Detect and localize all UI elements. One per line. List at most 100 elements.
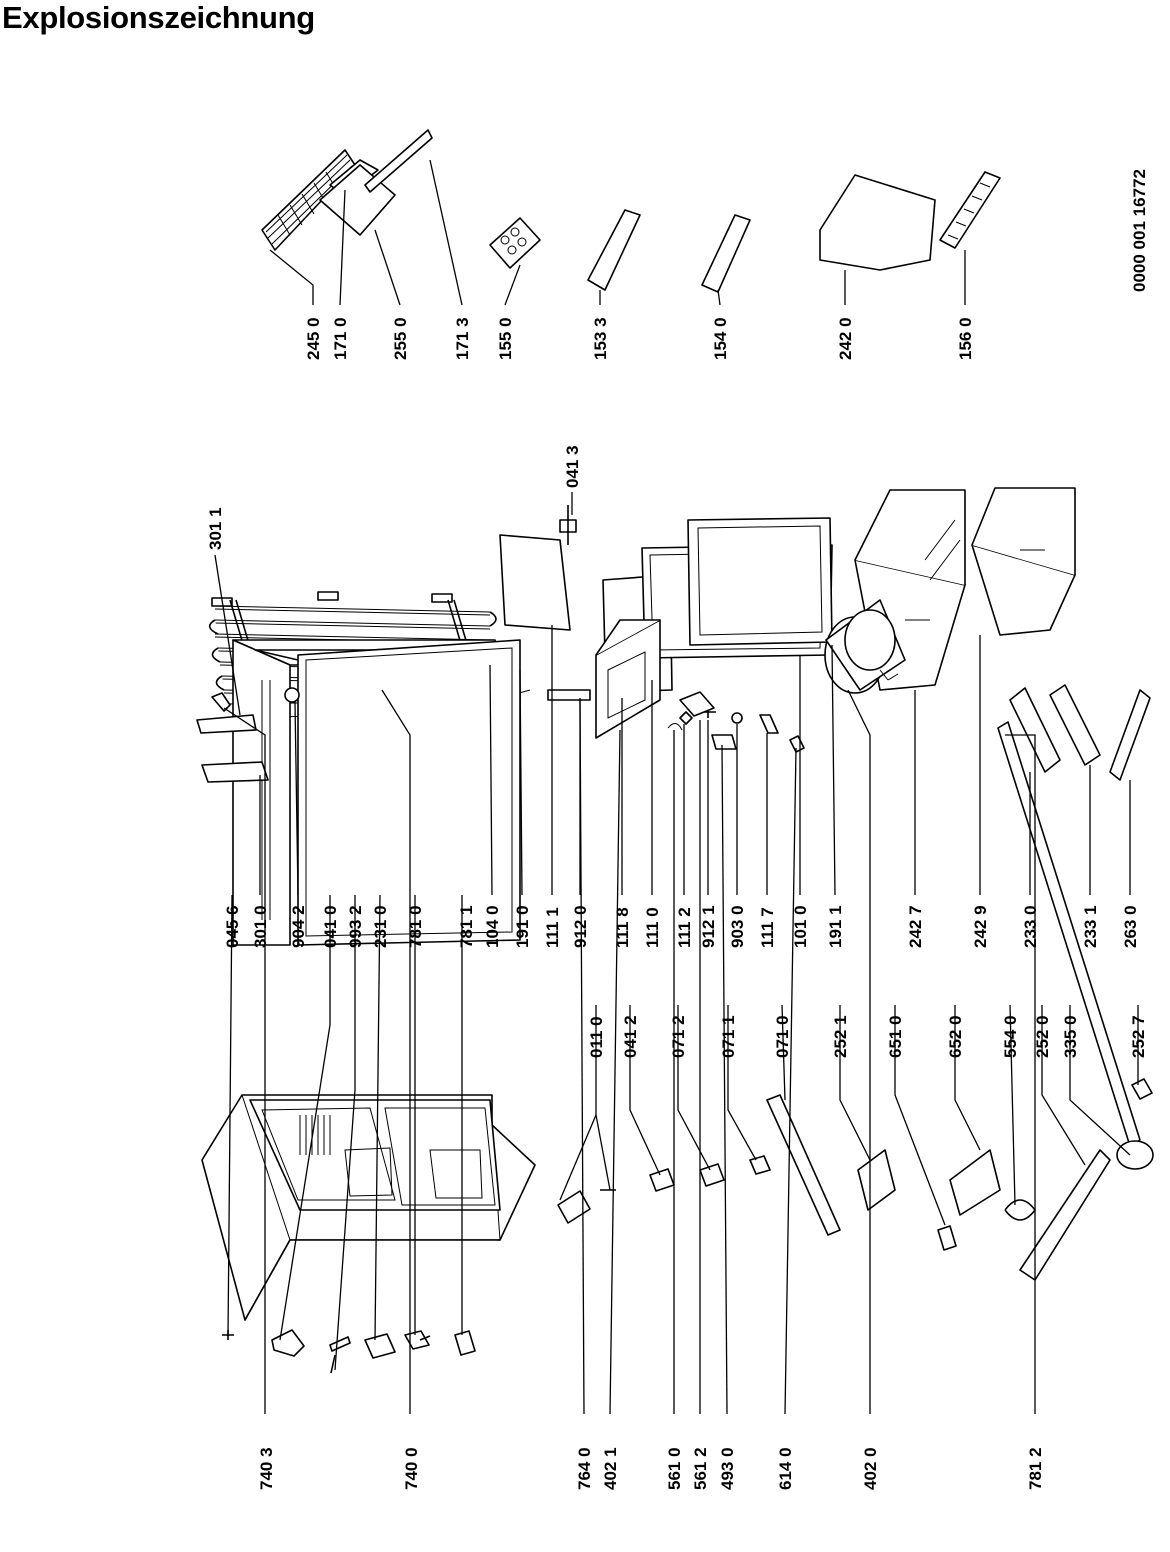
cabinet-housing-drawing	[201, 1094, 536, 1321]
nut-903-0-drawing	[731, 712, 743, 724]
label-part-614-0: 614 0	[776, 1447, 795, 1490]
label-part-245-0: 245 0	[304, 317, 323, 360]
strip-263-0-drawing	[1109, 689, 1151, 781]
label-part-252-1: 252 1	[831, 1015, 850, 1058]
knob-335-0-drawing	[1116, 1140, 1154, 1170]
label-part-904-2: 904 2	[289, 905, 308, 948]
door-shelf-154-0-drawing	[701, 214, 751, 293]
part-111-7-drawing	[759, 714, 779, 734]
label-part-781-2: 781 2	[1026, 1447, 1045, 1490]
profile-171-3-drawing	[364, 129, 433, 193]
label-part-301-1: 301 1	[206, 507, 225, 550]
egg-tray-155-0-drawing	[489, 217, 541, 269]
label-part-255-0: 255 0	[391, 317, 410, 360]
part-652-0-drawing	[949, 1149, 1001, 1216]
label-part-233-0: 233 0	[1021, 905, 1040, 948]
part-252-1-drawing	[857, 1149, 896, 1211]
label-part-651-0: 651 0	[886, 1015, 905, 1058]
page-title: Explosionszeichnung	[2, 0, 315, 35]
spring-993-2-drawing	[329, 1336, 351, 1374]
label-part-554-0: 554 0	[1001, 1015, 1020, 1058]
label-part-335-0: 335 0	[1061, 1015, 1080, 1058]
spring-554-0-drawing	[1004, 1199, 1036, 1221]
label-part-402-1: 402 1	[601, 1447, 620, 1490]
part-651-0-drawing	[937, 1225, 957, 1251]
label-part-101-0: 101 0	[791, 905, 810, 948]
rod-764-0-drawing	[547, 689, 591, 701]
label-part-153-3: 153 3	[591, 317, 610, 360]
cap-781-1-drawing	[454, 1330, 476, 1356]
label-part-912-1: 912 1	[699, 905, 718, 948]
label-part-252-0: 252 0	[1033, 1015, 1052, 1058]
compressor-cover-402-1-drawing	[595, 619, 661, 739]
label-part-071-1: 071 1	[719, 1015, 738, 1058]
label-part-903-0: 903 0	[728, 905, 747, 948]
label-part-301-0: 301 0	[251, 905, 270, 948]
drawer-242-9-drawing	[971, 487, 1076, 636]
label-part-740-3: 740 3	[257, 1447, 276, 1490]
label-part-231-0: 231 0	[371, 905, 390, 948]
bracket-231-0-drawing	[364, 1333, 396, 1359]
label-part-912-0: 912 0	[571, 905, 590, 948]
label-part-652-0: 652 0	[946, 1015, 965, 1058]
label-part-263-0: 263 0	[1121, 905, 1140, 948]
part-252-0-drawing	[1019, 1149, 1111, 1281]
label-part-171-3: 171 3	[453, 317, 472, 360]
compressor-402-0-drawing	[824, 599, 906, 694]
clip-561-0-drawing	[667, 723, 683, 731]
label-part-155-0: 155 0	[496, 317, 515, 360]
label-part-993-2: 993 2	[346, 905, 365, 948]
relay-561-2-drawing	[679, 691, 715, 717]
ice-tray-156-0-drawing	[939, 171, 1001, 249]
label-part-071-2: 071 2	[669, 1015, 688, 1058]
hinge-041-0-drawing	[271, 1329, 305, 1357]
leader-lines	[214, 159, 1139, 1415]
part-011-0-drawing	[557, 1189, 616, 1224]
label-part-242-9: 242 9	[971, 905, 990, 948]
label-part-402-0: 402 0	[861, 1447, 880, 1490]
label-part-740-0: 740 0	[402, 1447, 421, 1490]
cap-904-2-drawing	[284, 687, 300, 703]
label-part-045-6: 045 6	[223, 905, 242, 948]
label-part-111-1: 111 1	[543, 907, 562, 948]
hinge-041-3-drawing	[559, 505, 577, 545]
door-shelf-153-3-drawing	[587, 209, 641, 291]
label-part-242-0: 242 0	[836, 317, 855, 360]
label-part-493-0: 493 0	[718, 1447, 737, 1490]
rail-233-1-drawing	[1049, 684, 1101, 766]
label-part-191-0: 191 0	[513, 905, 532, 948]
part-493-0-drawing	[711, 734, 737, 750]
label-part-041-3: 041 3	[563, 445, 582, 488]
hinge-781-0-drawing	[404, 1330, 431, 1350]
label-part-781-1: 781 1	[457, 905, 476, 948]
label-part-242-7: 242 7	[906, 905, 925, 948]
rail-233-0-drawing	[1009, 687, 1061, 773]
label-part-171-0: 171 0	[331, 317, 350, 360]
label-part-154-0: 154 0	[711, 317, 730, 360]
part-111-2-drawing	[679, 711, 693, 725]
label-part-104-0: 104 0	[483, 905, 502, 948]
label-part-041-0: 041 0	[321, 905, 340, 948]
clip-740-3-drawing	[211, 692, 231, 712]
label-part-561-0: 561 0	[665, 1447, 684, 1490]
tube-781-2-drawing	[997, 721, 1141, 1147]
label-part-111-8: 111 8	[613, 907, 632, 948]
part-252-7-drawing	[1131, 1078, 1153, 1100]
label-part-111-2: 111 2	[675, 907, 694, 948]
bar-111-1-drawing	[499, 534, 571, 631]
bar-071-0-drawing	[766, 1094, 841, 1236]
part-illustrations	[196, 129, 1154, 1374]
label-part-011-0: 011 0	[587, 1016, 606, 1058]
door-bin-242-0-drawing	[819, 174, 936, 271]
label-part-191-1: 191 1	[826, 905, 845, 948]
label-part-764-0: 764 0	[575, 1447, 594, 1490]
label-part-041-2: 041 2	[621, 1015, 640, 1058]
label-part-111-0: 111 0	[643, 907, 662, 948]
label-part-781-0: 781 0	[406, 905, 425, 948]
label-part-111-7: 111 7	[758, 907, 777, 948]
part-071-1-drawing	[749, 1155, 771, 1175]
upper-door-drawing	[232, 639, 521, 946]
label-part-071-0: 071 0	[773, 1015, 792, 1058]
